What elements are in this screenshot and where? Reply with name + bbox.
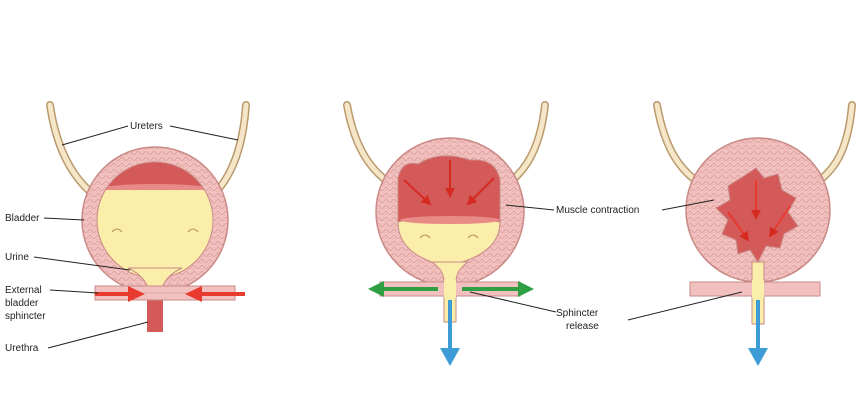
- red-arrow-icon: [727, 180, 791, 242]
- label-bladder: Bladder: [5, 213, 40, 224]
- label-urine: Urine: [5, 252, 29, 263]
- ureter-right: [506, 101, 549, 186]
- panel-contracting: Muscle contraction Sphincter release: [343, 101, 639, 366]
- label-external-sphincter-3: sphincter: [5, 311, 46, 322]
- red-arrow-icon: [403, 160, 495, 206]
- urethra-tube: [147, 300, 163, 332]
- label-ureters: Ureters: [130, 121, 163, 132]
- red-arrow-icon: [185, 286, 245, 302]
- red-arrow-icon: [95, 286, 145, 302]
- green-arrow-icon: [368, 281, 438, 297]
- label-sphincter-release-2: release: [566, 321, 599, 332]
- panel-emptying: [627, 101, 856, 366]
- ureter-left: [343, 101, 392, 186]
- blue-arrow-icon: [440, 300, 460, 366]
- ureter-left: [653, 101, 699, 184]
- blue-arrow-icon: [748, 300, 768, 366]
- label-muscle-contraction: Muscle contraction: [556, 205, 639, 216]
- label-urethra: Urethra: [5, 343, 39, 354]
- green-arrow-icon: [462, 281, 534, 297]
- label-external-sphincter-1: External: [5, 285, 42, 296]
- label-external-sphincter-2: bladder: [5, 298, 39, 309]
- label-sphincter-release-1: Sphincter: [556, 308, 599, 319]
- panel-relaxed: Ureters Bladder Urine External bladder s…: [5, 101, 250, 354]
